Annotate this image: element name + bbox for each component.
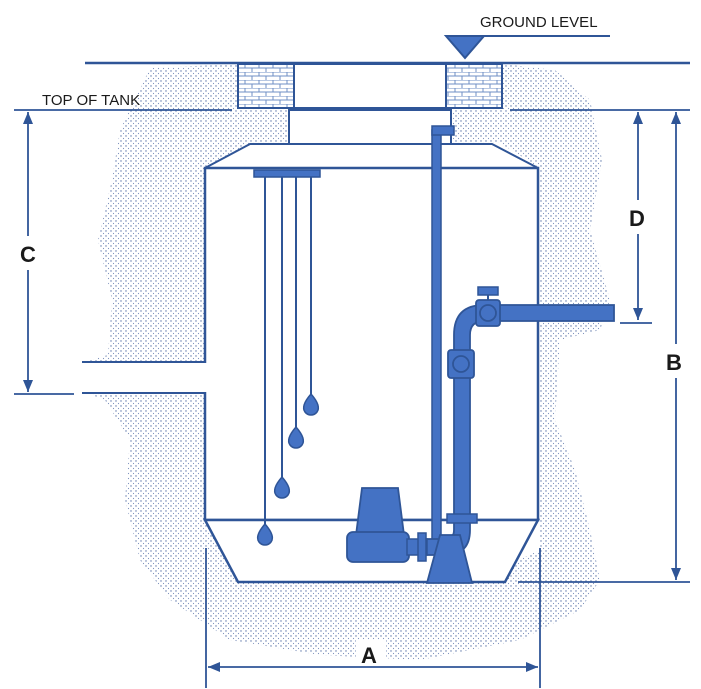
float-switch-icon	[273, 475, 291, 499]
float-switch-icon	[302, 392, 320, 416]
tank-top	[204, 143, 539, 169]
tank-body	[203, 166, 540, 522]
brick-riser-icon	[237, 63, 295, 109]
dimension-c-label: C	[20, 242, 36, 267]
float-switch-icon	[256, 522, 274, 546]
ground-level-label: GROUND LEVEL	[480, 14, 598, 31]
ground-level-marker-icon	[443, 35, 487, 60]
discharge-pipe	[453, 304, 615, 521]
pump-volute	[346, 531, 410, 563]
dimension-a-label: A	[361, 643, 377, 668]
inlet-opening	[80, 362, 208, 392]
guide-rail	[431, 129, 442, 541]
dimension-d-label: D	[629, 206, 645, 231]
tank-neck	[288, 109, 452, 145]
pump-base	[425, 534, 474, 584]
brick-riser-icon	[445, 63, 503, 109]
float-switch-icon	[287, 425, 305, 449]
dimension-b-label: B	[666, 350, 682, 375]
top-of-tank-label: TOP OF TANK	[42, 92, 140, 109]
float-bracket	[253, 169, 321, 178]
pump-icon	[354, 487, 406, 536]
